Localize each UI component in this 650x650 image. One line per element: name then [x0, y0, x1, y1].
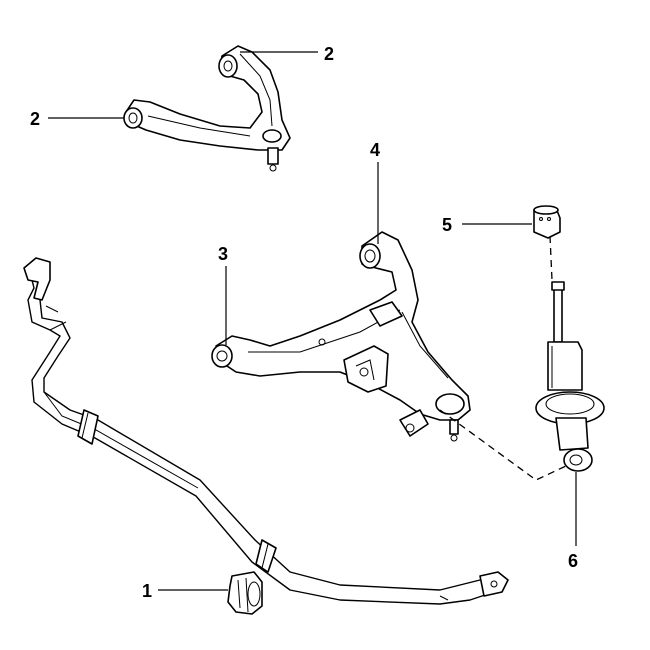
shock-mount-bracket — [343, 345, 389, 393]
bar-end-link — [479, 571, 509, 597]
lower-arm-rear-bushing — [211, 344, 233, 368]
upper-arm-rear-bushing — [123, 107, 143, 129]
lower-arm-front-bushing — [359, 243, 381, 269]
callout-4: 4 — [370, 140, 380, 160]
bump-stop — [533, 205, 561, 239]
callout-2-lower: 2 — [30, 109, 40, 129]
upper-control-arm — [123, 45, 291, 172]
shock-lower-eye — [563, 448, 593, 472]
shock-upper-body — [547, 341, 583, 391]
callout-3: 3 — [218, 244, 228, 264]
callout-1: 1 — [142, 581, 152, 601]
upper-ball-joint — [262, 129, 282, 143]
upper-arm-front-bushing — [218, 54, 238, 78]
callout-2-upper: 2 — [324, 44, 334, 64]
stabilizer-bar — [23, 257, 509, 605]
callout-5: 5 — [442, 215, 452, 235]
callout-6: 6 — [568, 551, 578, 571]
shock-rod — [553, 285, 563, 343]
shock-absorber — [439, 235, 605, 481]
stabilizer-bush — [227, 571, 263, 615]
lower-control-arm — [211, 231, 471, 442]
bar-collar-2 — [255, 539, 277, 573]
lower-ball-joint — [435, 393, 465, 415]
